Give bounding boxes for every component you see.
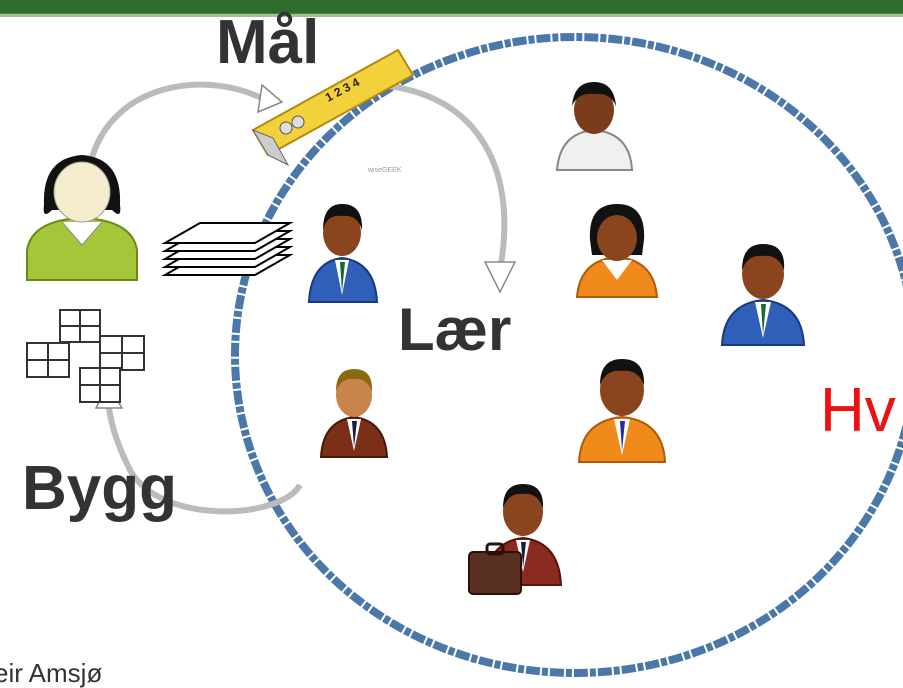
arrow-to-laer-head: [483, 261, 517, 294]
person-orange-suit-icon: [577, 359, 667, 463]
gift-boxes-icon: [26, 309, 145, 403]
label-bygg: Bygg: [22, 454, 177, 523]
tape-measure-icon: 1 2 3 4 wiseGEEK: [251, 48, 415, 174]
tape-brand: wiseGEEK: [367, 167, 402, 174]
person-blue-suit-icon: [307, 204, 379, 303]
arrow-to-laer: [374, 82, 508, 271]
arrow-to-bygg: [105, 399, 303, 515]
person-white-shirt-icon: [555, 82, 634, 171]
person-brown-suit-icon: [319, 369, 389, 458]
person-user-icon: [26, 155, 138, 281]
arrow-to-maal: [87, 81, 267, 166]
person-orange-woman-icon: [575, 204, 659, 298]
top-green-bar: [0, 0, 903, 17]
footer-author: eir Amsjø: [0, 658, 103, 688]
person-blue-suit-icon: [720, 244, 806, 346]
label-laer: Lær: [398, 296, 512, 363]
person-briefcase-icon: [468, 484, 563, 595]
market-circle: [231, 33, 903, 677]
arrow-to-maal-head: [257, 83, 284, 114]
label-hv: Hv: [820, 376, 896, 445]
label-maal: Mål: [216, 8, 320, 77]
paper-stack-icon: [161, 222, 294, 276]
